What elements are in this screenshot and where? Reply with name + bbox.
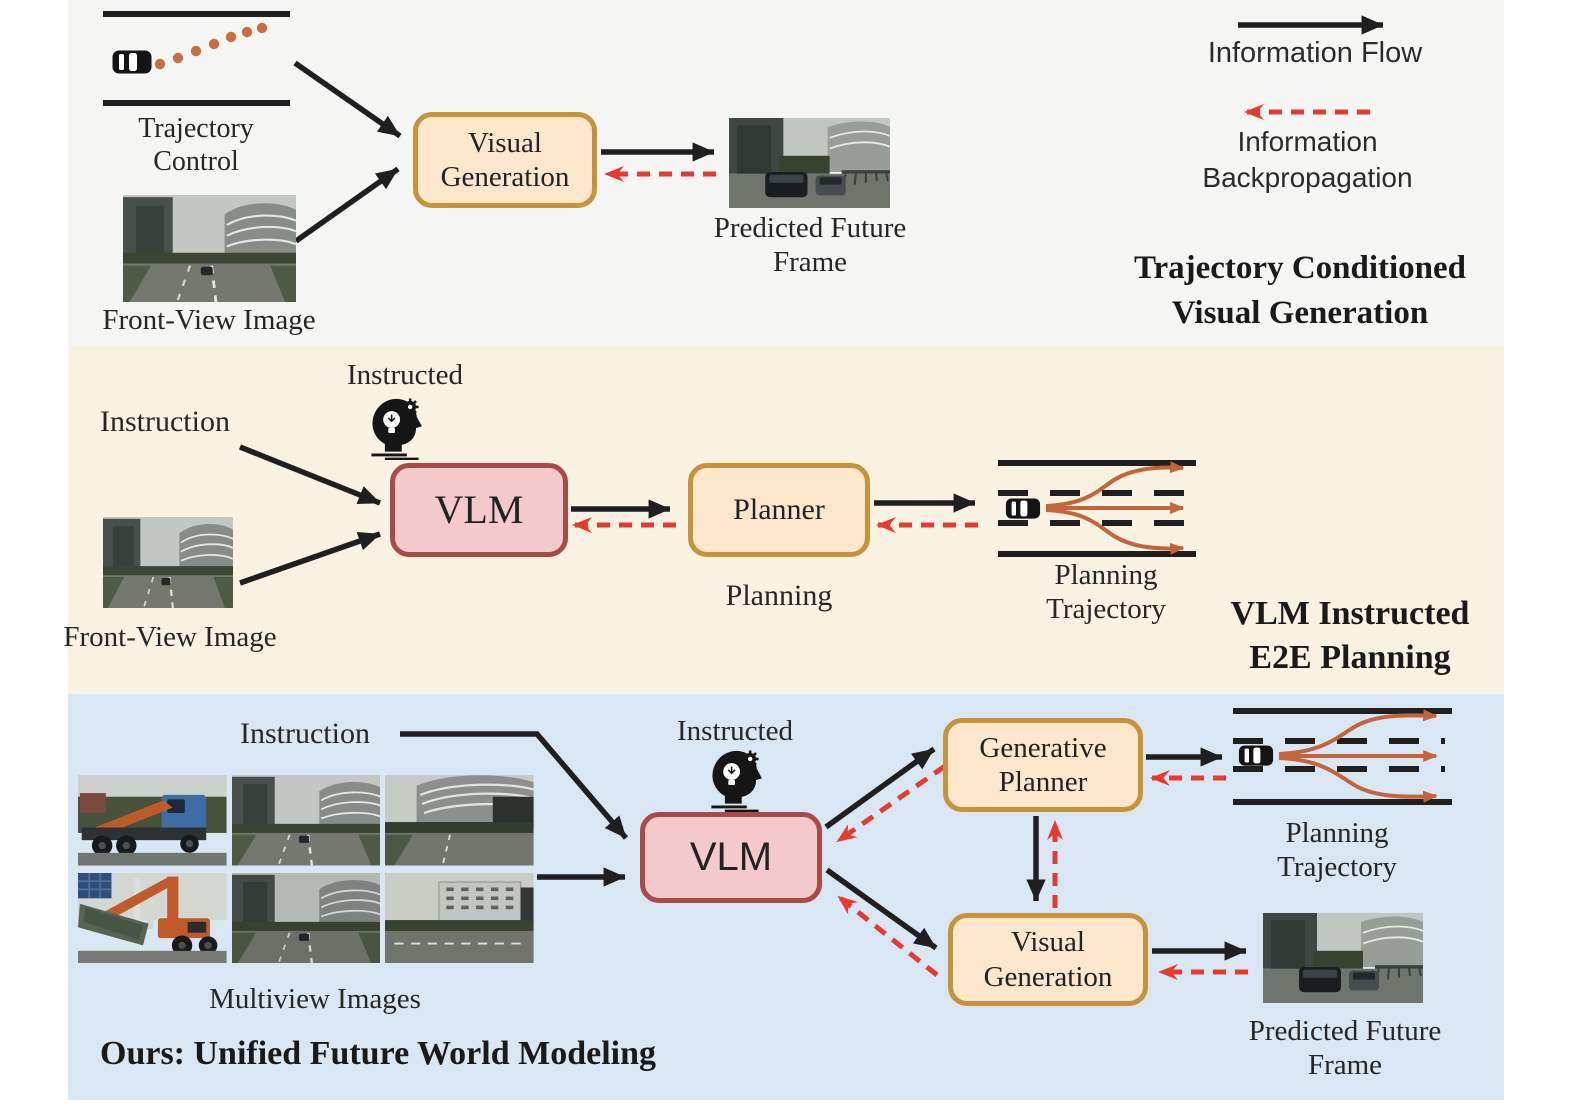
box-line: Visual xyxy=(1011,926,1085,959)
instructed-head-icon-mid xyxy=(368,396,422,460)
multiview-photo-3 xyxy=(385,775,534,866)
vlm-box-bottom: VLM xyxy=(640,812,822,903)
instructed-head-icon-bottom xyxy=(708,748,762,812)
legend-flow-label: Information Flow xyxy=(1207,37,1423,69)
multiview-photo-6 xyxy=(385,873,534,964)
planning-label: Planning xyxy=(725,579,833,612)
predicted-frame-label-top: Predicted Future Frame xyxy=(690,211,930,279)
label-line: Planning xyxy=(1054,559,1158,591)
box-line: Visual xyxy=(468,126,542,159)
panel2-title: VLM Instructed E2E Planning xyxy=(1200,592,1500,680)
label-line: Planning xyxy=(1285,817,1389,849)
front-view-label-mid: Front-View Image xyxy=(63,621,277,653)
label-line: Information xyxy=(1237,126,1378,157)
box-line: Planner xyxy=(998,766,1088,798)
planning-trajectory-label-bottom: Planning Trajectory xyxy=(1252,816,1422,884)
front-view-label-top: Front-View Image xyxy=(102,304,316,336)
instruction-label-bottom: Instruction xyxy=(240,717,370,750)
title-line: VLM Instructed xyxy=(1230,595,1470,632)
panel1-title: Trajectory Conditioned Visual Generation xyxy=(1120,246,1480,335)
multiview-photo-4 xyxy=(78,873,227,964)
label-line: Predicted Future xyxy=(713,212,907,244)
title-line: Trajectory Conditioned xyxy=(1133,250,1467,286)
predicted-frame-photo-bottom xyxy=(1263,913,1423,1003)
label-line: Trajectory xyxy=(1046,593,1166,626)
instructed-label-mid: Instructed xyxy=(347,359,463,391)
visual-generation-box-top: Visual Generation xyxy=(413,112,597,208)
planner-box: Planner xyxy=(688,463,870,557)
visual-generation-box-bottom: Visual Generation xyxy=(948,913,1148,1006)
multiview-label: Multiview Images xyxy=(209,983,421,1015)
multiview-images xyxy=(78,775,534,963)
box-line: Generation xyxy=(440,161,570,193)
title-line: Visual Generation xyxy=(1171,294,1429,331)
trajectory-control-label: Trajectory Control xyxy=(86,112,306,178)
front-view-photo-mid xyxy=(103,517,233,608)
multiview-photo-5 xyxy=(232,873,381,964)
label-line: Trajectory xyxy=(138,113,254,144)
box-line: Generation xyxy=(983,960,1113,993)
multiview-photo-2 xyxy=(232,775,381,866)
planning-trajectory-label-mid: Planning Trajectory xyxy=(1021,558,1191,626)
box-line: Generative xyxy=(979,731,1107,764)
instructed-label-bottom: Instructed xyxy=(677,715,793,747)
box-line: VLM xyxy=(689,834,773,879)
generative-planner-box: Generative Planner xyxy=(943,718,1143,812)
label-line: Frame xyxy=(1307,1049,1383,1082)
vlm-box-mid: VLM xyxy=(390,463,568,557)
box-line: VLM xyxy=(434,487,524,533)
predicted-frame-label-bottom: Predicted Future Frame xyxy=(1225,1014,1465,1082)
label-line: Trajectory xyxy=(1277,851,1397,884)
label-line: Frame xyxy=(772,246,848,279)
label-line: Predicted Future xyxy=(1248,1015,1442,1047)
panel3-title: Ours: Unified Future World Modeling xyxy=(100,1035,657,1072)
label-line: Control xyxy=(153,146,239,178)
multiview-photo-1 xyxy=(78,775,227,866)
front-view-photo-top xyxy=(123,195,296,302)
label-line: Backpropagation xyxy=(1202,161,1413,193)
box-line: Planner xyxy=(733,493,825,527)
instruction-label-mid: Instruction xyxy=(100,405,230,438)
predicted-frame-photo-top xyxy=(729,118,890,208)
legend-backprop-label: Information Backpropagation xyxy=(1175,124,1440,196)
title-line: E2E Planning xyxy=(1249,639,1451,677)
